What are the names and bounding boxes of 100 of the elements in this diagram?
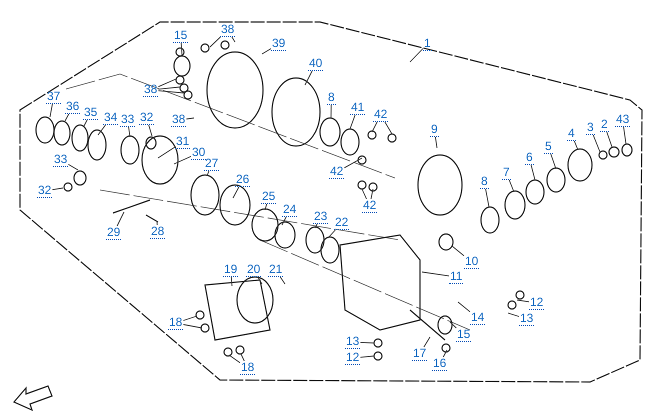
leader-line xyxy=(330,104,332,118)
callout-number: 31 xyxy=(175,135,190,149)
leader-line xyxy=(148,124,152,136)
leader-line xyxy=(231,36,236,42)
leader-line xyxy=(410,48,424,62)
callout-number: 8 xyxy=(480,175,489,189)
callout-number: 4 xyxy=(567,127,576,141)
leader-line xyxy=(434,136,438,148)
leader-line xyxy=(158,146,176,158)
leader-line xyxy=(182,316,198,321)
leader-line xyxy=(508,312,520,317)
leader-line xyxy=(182,324,202,328)
leader-line xyxy=(442,350,448,358)
callout-number: 2 xyxy=(600,118,609,132)
callout-number: 34 xyxy=(103,111,118,125)
callout-number: 7 xyxy=(502,166,511,180)
leader-line xyxy=(264,204,268,210)
leader-line xyxy=(128,126,130,138)
leader-line xyxy=(158,78,176,88)
callout-number: 22 xyxy=(334,216,350,230)
leader-line xyxy=(592,134,600,152)
leader-line xyxy=(52,188,64,190)
callout-number: 3 xyxy=(586,121,595,135)
leader-line xyxy=(384,122,392,134)
callout-number: 40 xyxy=(308,57,324,71)
leader-line xyxy=(516,300,530,302)
leader-line xyxy=(423,336,430,348)
callout-number: 41 xyxy=(350,101,366,115)
leader-line xyxy=(304,70,313,86)
callout-number: 42 xyxy=(329,165,344,179)
callout-number: 32 xyxy=(37,184,52,198)
leader-line xyxy=(116,212,124,226)
callout-number: 12 xyxy=(529,296,544,310)
callout-number: 33 xyxy=(120,113,136,127)
callout-number: 28 xyxy=(150,225,166,239)
leader-line xyxy=(228,354,240,364)
leader-line xyxy=(360,356,374,358)
callout-number: 27 xyxy=(204,157,220,171)
callout-number: 38 xyxy=(171,113,186,127)
callout-number: 15 xyxy=(456,328,472,342)
callout-number: 30 xyxy=(191,146,206,160)
callout-number: 20 xyxy=(246,263,262,277)
leader-line xyxy=(530,164,536,180)
callout-number: 36 xyxy=(65,100,80,114)
leader-line xyxy=(458,302,470,312)
callout-number: 18 xyxy=(240,361,256,375)
callout-number: 21 xyxy=(268,263,284,277)
callout-number: 38 xyxy=(143,83,158,97)
leader-line xyxy=(328,230,336,238)
leader-line xyxy=(186,118,194,120)
leader-line xyxy=(230,276,232,286)
leader-line xyxy=(158,86,180,90)
callout-number: 23 xyxy=(313,210,328,224)
callout-number: 16 xyxy=(432,357,448,371)
leader-line xyxy=(240,354,245,362)
leader-line xyxy=(280,276,286,284)
callout-number: 10 xyxy=(464,255,480,269)
leader-line xyxy=(450,322,457,328)
leader-line xyxy=(180,42,182,56)
callout-number: 8 xyxy=(327,91,336,105)
callout-number: 38 xyxy=(220,23,236,37)
leader-line xyxy=(282,216,287,226)
callout-number: 35 xyxy=(83,106,98,120)
leader-line xyxy=(262,48,272,54)
leader-line xyxy=(350,114,356,130)
callout-number: 14 xyxy=(470,311,486,325)
leader-line xyxy=(210,36,221,48)
leader-line xyxy=(314,224,318,228)
leader-line xyxy=(206,170,210,176)
callout-number: 26 xyxy=(235,173,250,187)
callout-number: 43 xyxy=(615,113,630,127)
leader-line xyxy=(360,342,374,344)
leader-line xyxy=(84,120,88,126)
leader-line xyxy=(422,272,450,276)
callout-number: 13 xyxy=(519,312,534,326)
callout-number: 24 xyxy=(282,203,298,217)
callout-number: 5 xyxy=(544,140,553,154)
leader-line xyxy=(232,186,240,198)
callout-number: 17 xyxy=(412,347,428,361)
callout-number: 33 xyxy=(53,153,68,167)
leader-line xyxy=(606,132,612,148)
leader-line xyxy=(372,122,378,132)
leader-line xyxy=(257,276,262,284)
leader-line xyxy=(370,188,374,200)
callout-number: 29 xyxy=(106,226,122,240)
leader-line xyxy=(623,126,626,144)
callout-number: 12 xyxy=(345,351,360,365)
leader-line xyxy=(68,164,78,170)
leader-line xyxy=(50,104,53,118)
callout-number: 11 xyxy=(449,270,464,284)
leader-line xyxy=(550,154,556,170)
callout-number: 13 xyxy=(345,335,360,349)
callout-number: 9 xyxy=(430,123,439,137)
callout-number: 18 xyxy=(168,316,184,330)
leader-line xyxy=(508,180,514,192)
leader-line xyxy=(64,114,70,122)
callout-number: 25 xyxy=(261,190,276,204)
callout-number: 37 xyxy=(46,90,62,104)
callout-number: 1 xyxy=(423,37,432,51)
leader-line xyxy=(156,220,158,226)
